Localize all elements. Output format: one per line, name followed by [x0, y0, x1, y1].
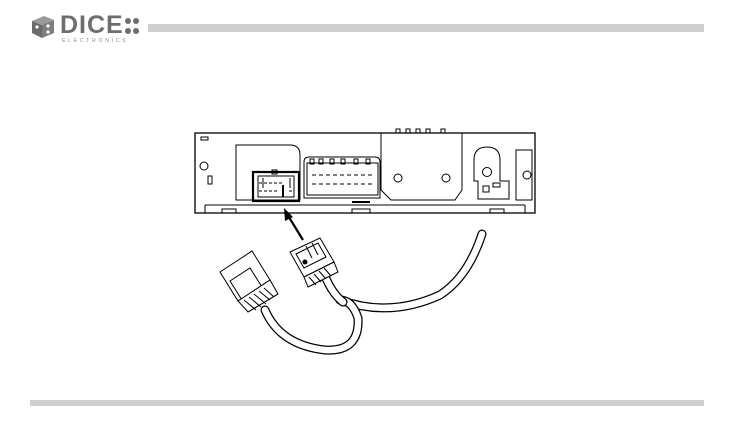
- harness-connector-icon: [220, 251, 278, 312]
- radio-unit-icon: [195, 129, 535, 213]
